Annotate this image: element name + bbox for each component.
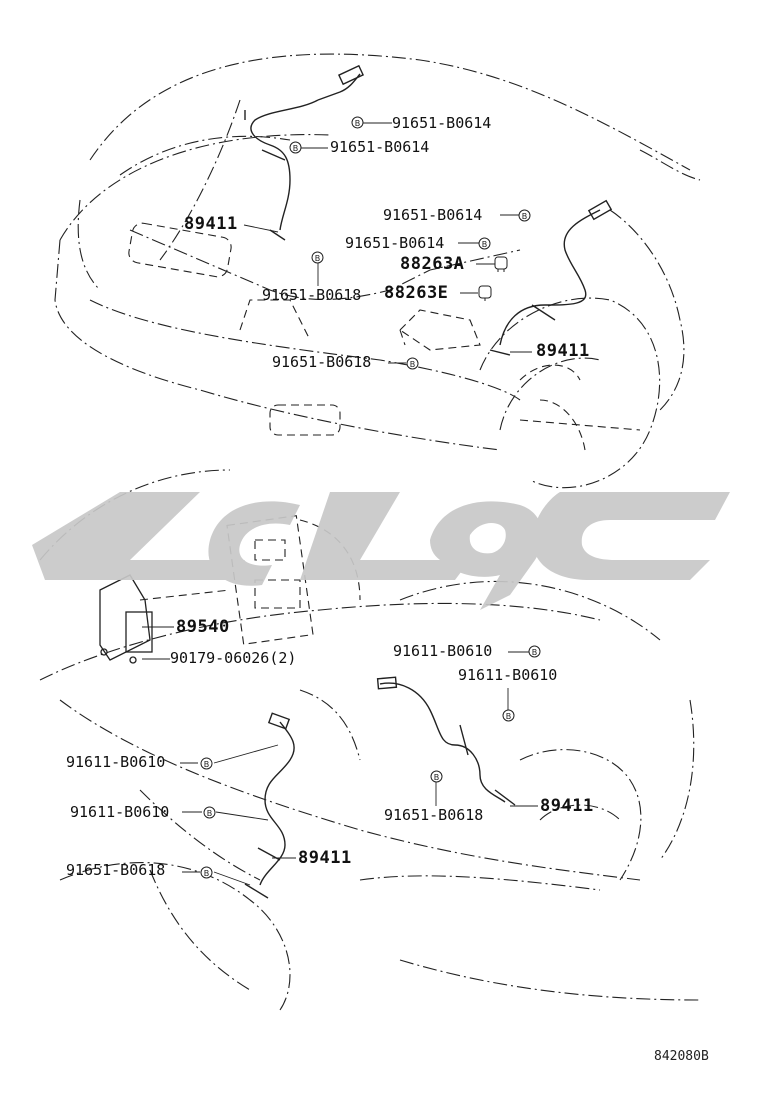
part-number-label[interactable]: 91651-B0614	[383, 206, 483, 224]
svg-text:B: B	[293, 144, 299, 153]
part-number-label[interactable]: 91611-B0610	[458, 666, 558, 684]
part-number-label[interactable]: 91651-B0618	[272, 353, 372, 371]
connector-icon	[494, 256, 508, 277]
speed-sensor-label[interactable]: 89411	[536, 341, 590, 361]
ecu-unit	[99, 574, 153, 664]
part-number-label[interactable]: 91611-B0610	[393, 642, 493, 660]
connector-label[interactable]: 88263E	[384, 283, 449, 303]
speed-sensor-label[interactable]: 89411	[184, 214, 238, 234]
bottom-harness-right	[376, 676, 516, 806]
part-number-label[interactable]: 91611-B0610	[70, 803, 170, 821]
clip-marker-b-c16: B	[203, 806, 216, 824]
watermark-logo	[32, 492, 730, 610]
speed-sensor-label[interactable]: 89411	[540, 796, 594, 816]
top-harness-right	[489, 199, 613, 356]
svg-text:B: B	[506, 712, 512, 721]
clip-marker-b-c9: B	[406, 357, 419, 375]
svg-text:B: B	[355, 119, 361, 128]
diagram-code: 842080B	[654, 1049, 709, 1064]
top-harness-left	[244, 64, 365, 241]
clip-marker-b-c14: B	[502, 709, 515, 727]
clip-marker-b-c7: B	[311, 251, 324, 269]
top-car-details	[128, 222, 641, 451]
top-car-body	[54, 53, 701, 489]
part-number-label[interactable]: 91651-B0618	[262, 286, 362, 304]
svg-text:B: B	[204, 760, 210, 769]
part-number-label[interactable]: 91651-B0614	[330, 138, 430, 156]
connector-label[interactable]: 88263A	[400, 254, 465, 274]
clip-marker-b-c18: B	[430, 770, 443, 788]
clip-marker-b-c5: B	[478, 237, 491, 255]
clip-marker-b-c4: B	[518, 209, 531, 227]
part-number-label[interactable]: 91651-B0618	[384, 806, 484, 824]
svg-text:B: B	[532, 648, 538, 657]
connector-icon	[478, 285, 492, 306]
part-number-label[interactable]: 91611-B0610	[66, 753, 166, 771]
svg-text:B: B	[522, 212, 528, 221]
svg-text:B: B	[204, 869, 210, 878]
svg-text:B: B	[410, 360, 416, 369]
bottom-car-body	[39, 469, 701, 1011]
speed-sensor-label[interactable]: 89411	[298, 848, 352, 868]
svg-text:B: B	[315, 254, 321, 263]
ecu-label[interactable]: 89540	[176, 617, 230, 637]
bolt-label[interactable]: 90179-06026(2)	[170, 649, 297, 667]
part-number-label[interactable]: 91651-B0618	[66, 861, 166, 879]
part-number-label[interactable]: 91651-B0614	[392, 114, 492, 132]
svg-text:B: B	[482, 240, 488, 249]
clip-marker-b-c19: B	[200, 866, 213, 884]
clip-marker-b-c15: B	[200, 757, 213, 775]
part-number-label[interactable]: 91651-B0614	[345, 234, 445, 252]
clip-marker-b-c1: B	[351, 116, 364, 134]
bottom-harness-left	[244, 712, 295, 899]
clip-marker-b-c2: B	[289, 141, 302, 159]
clip-marker-b-c13: B	[528, 645, 541, 663]
bottom-leaders	[142, 626, 538, 886]
svg-text:B: B	[434, 773, 440, 782]
svg-text:B: B	[207, 809, 213, 818]
